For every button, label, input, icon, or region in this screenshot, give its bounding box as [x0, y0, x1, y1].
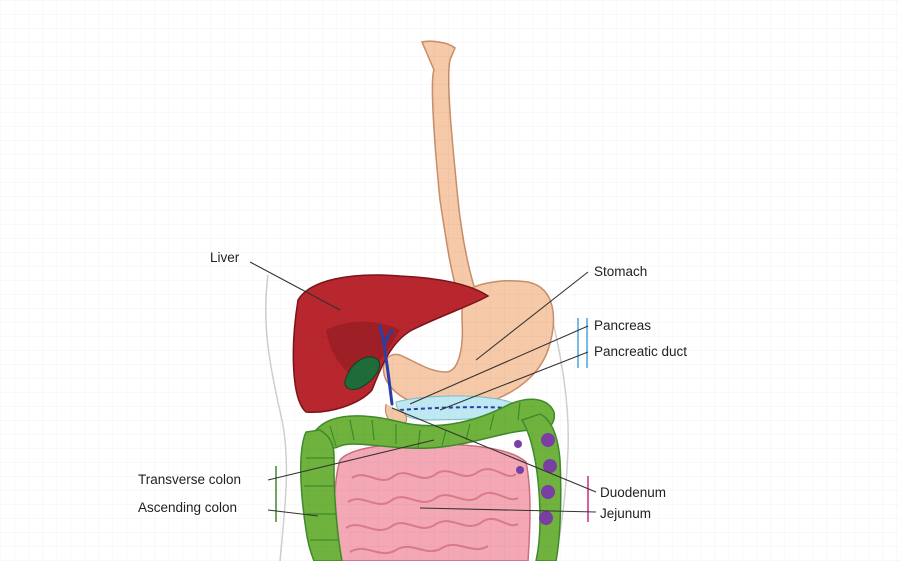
stomach-leader — [475, 271, 589, 361]
label-stomach: Stomach — [594, 264, 647, 279]
colon-haustra — [304, 401, 521, 541]
label-pancreatic-duct: Pancreatic duct — [594, 344, 687, 359]
ascending-colon-leader — [267, 509, 319, 517]
bile-duct — [378, 324, 394, 406]
gallbladder — [344, 356, 380, 391]
transverse-colon-leader — [267, 439, 435, 481]
intestine-folds — [345, 468, 519, 555]
label-liver: Liver — [210, 250, 240, 265]
esophagus — [420, 40, 477, 302]
label-transverse-colon: Transverse colon — [138, 472, 241, 487]
label-jejunum: Jejunum — [600, 506, 651, 521]
body-outline-left — [264, 274, 288, 562]
label-duodenum: Duodenum — [600, 485, 666, 500]
duodenum-leader — [391, 407, 597, 493]
pancreatic-duct — [399, 406, 513, 411]
label-ascending-colon: Ascending colon — [138, 500, 237, 515]
small-intestine — [332, 442, 531, 562]
label-pancreas: Pancreas — [594, 318, 651, 333]
pancreatic-duct-leader — [439, 351, 589, 411]
pancreas-marker — [577, 318, 588, 368]
liver-leader — [249, 261, 341, 311]
pancreas-leader — [409, 325, 589, 405]
jejunum-leader — [419, 507, 597, 513]
descending-colon-nodules — [514, 433, 557, 525]
body-outline-right — [547, 299, 570, 562]
